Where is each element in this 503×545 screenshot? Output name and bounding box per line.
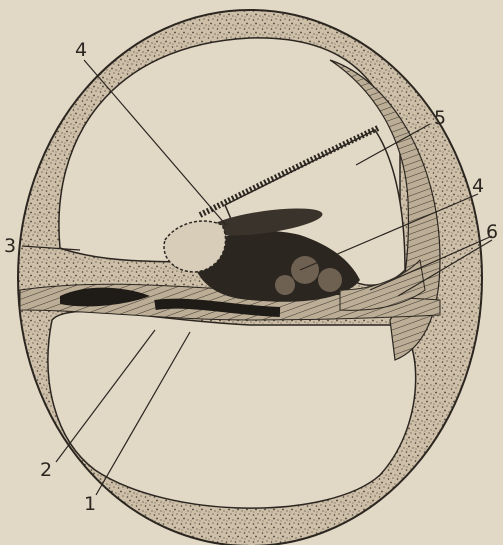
- label-6: 6: [486, 221, 498, 243]
- label-1: 1: [84, 493, 96, 515]
- label-2: 2: [40, 459, 52, 481]
- label-4-top: 4: [75, 39, 87, 61]
- label-5: 5: [434, 107, 446, 129]
- label-3: 3: [4, 235, 16, 257]
- label-4-right: 4: [472, 175, 484, 197]
